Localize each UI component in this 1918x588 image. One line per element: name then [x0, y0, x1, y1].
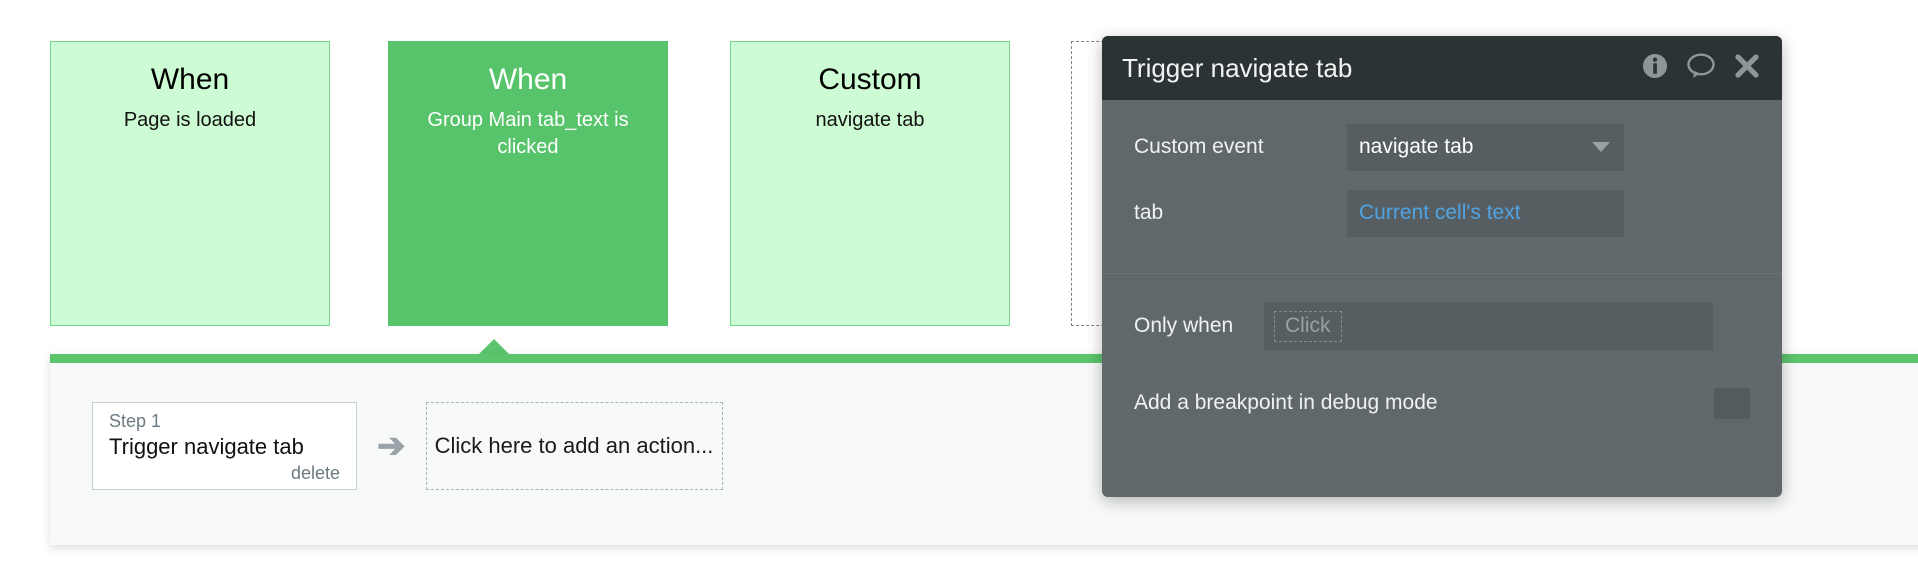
only-when-placeholder: Click — [1274, 310, 1342, 342]
info-icon[interactable] — [1642, 53, 1668, 84]
field-row-custom-event: Custom event navigate tab — [1102, 114, 1782, 180]
event-card-title: When — [488, 63, 568, 96]
tab-expression-value: Current cell's text — [1359, 201, 1521, 224]
event-card-subtitle: navigate tab — [815, 109, 925, 131]
panel-accent-bar — [50, 354, 1918, 363]
add-action-label: Click here to add an action... — [434, 433, 714, 458]
breakpoint-label: Add a breakpoint in debug mode — [1134, 391, 1438, 414]
only-when-input[interactable]: Click — [1264, 302, 1713, 350]
close-icon[interactable] — [1734, 53, 1760, 84]
event-card-subtitle: Group Main tab_text is clicked — [427, 109, 629, 158]
field-row-breakpoint: Add a breakpoint in debug mode — [1102, 378, 1782, 428]
step-index-label: Step 1 — [109, 411, 162, 431]
dialog-title: Trigger navigate tab — [1122, 53, 1353, 83]
event-card-subtitle: Page is loaded — [123, 109, 257, 131]
event-card-page-is-loaded[interactable]: When Page is loaded — [50, 41, 330, 326]
action-step-1[interactable]: Step 1 Trigger navigate tab delete — [92, 402, 357, 490]
event-card-title: When — [150, 63, 230, 96]
event-card-group-main-tab-text-is-clicked[interactable]: When Group Main tab_text is clicked — [388, 41, 668, 326]
workflow-events-row: When Page is loaded When Group Main tab_… — [50, 41, 1351, 326]
dialog-header: Trigger navigate tab — [1102, 36, 1782, 100]
field-label-tab: tab — [1134, 201, 1164, 224]
custom-event-value: navigate tab — [1359, 135, 1474, 158]
property-editor-dialog: Trigger navigate tab Custom event nav — [1102, 36, 1782, 497]
step-delete-link[interactable]: delete — [290, 463, 340, 483]
field-label-custom-event: Custom event — [1134, 135, 1264, 158]
custom-event-dropdown[interactable]: navigate tab — [1347, 123, 1624, 171]
field-label-only-when: Only when — [1134, 314, 1234, 337]
tab-expression-input[interactable]: Current cell's text — [1347, 189, 1624, 237]
field-row-only-when: Only when Click — [1102, 296, 1782, 356]
event-card-custom-navigate-tab[interactable]: Custom navigate tab — [730, 41, 1010, 326]
event-card-title: Custom — [818, 63, 922, 96]
breakpoint-checkbox[interactable] — [1714, 387, 1750, 419]
selected-event-pointer-triangle — [479, 339, 509, 354]
chevron-down-icon — [1592, 142, 1610, 152]
arrow-right-icon: ➔ — [377, 427, 406, 465]
dialog-body: Custom event navigate tab tab Current ce… — [1102, 114, 1782, 428]
comment-icon[interactable] — [1686, 52, 1716, 85]
field-row-tab: tab Current cell's text — [1102, 180, 1782, 246]
step-title-label: Trigger navigate tab — [109, 434, 304, 459]
add-action-button[interactable]: Click here to add an action... — [425, 402, 723, 490]
steps-area: Step 1 Trigger navigate tab delete ➔ Cli… — [92, 402, 723, 490]
dialog-section-divider — [1102, 273, 1782, 274]
